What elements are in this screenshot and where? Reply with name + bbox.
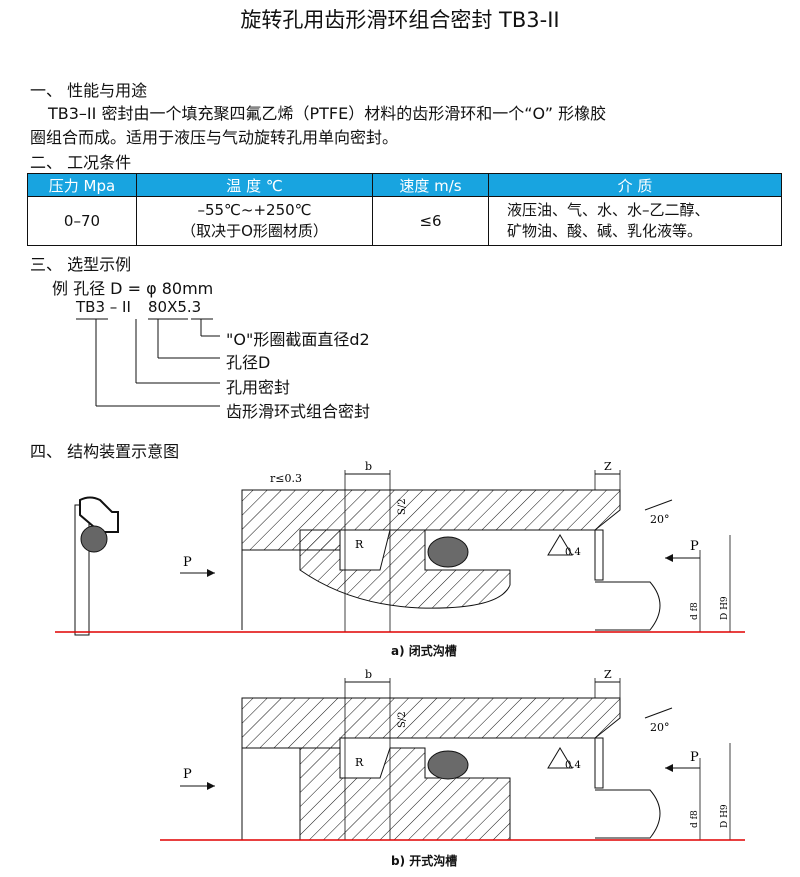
column-header: 速度 m/s — [372, 173, 489, 197]
page-title: 旋转孔用齿形滑环组合密封 TB3-II — [240, 8, 560, 32]
legend-bore-diameter: 孔径D — [226, 353, 271, 372]
legend-seal-type: 齿形滑环式组合密封 — [226, 402, 371, 421]
legend-bore-seal: 孔用密封 — [226, 378, 291, 397]
closed-groove-diagram: r≤0.3 b S/2 Z 20° 0.4 R P P d f8 D H9 — [55, 460, 745, 636]
o-ring-icon — [427, 536, 469, 568]
caption-closed-groove: a) 闭式沟槽 — [391, 644, 457, 658]
legend-o-ring-section: "O"形圈截面直径d2 — [226, 330, 370, 349]
s-label: S/2 — [397, 711, 408, 728]
model-code-size: 80X5.3 — [148, 298, 202, 316]
table-row: 0–70 –55℃~+250℃ （取决于O形圈材质） ≤6 液压油、气、水、水–… — [27, 196, 782, 246]
column-header: 压力 Mpa — [27, 173, 137, 197]
D-label: D H9 — [720, 804, 730, 828]
speed-cell: ≤6 — [372, 196, 489, 246]
medium-line-2: 矿物油、酸、碱、乳化液等。 — [507, 222, 703, 240]
angle-label: 20° — [650, 513, 670, 526]
open-groove-diagram: b S/2 Z 20° 0.4 R P P d f8 D H9 — [160, 668, 745, 841]
seal-ring-profile-icon — [74, 496, 119, 636]
pressure-right-label: P — [690, 750, 699, 765]
section-heading-structure: 四、 结构装置示意图 — [30, 442, 180, 461]
b-label: b — [365, 460, 372, 473]
finish-label: 0.4 — [565, 760, 581, 771]
selection-leader-lines — [76, 318, 220, 407]
z-label: Z — [604, 668, 612, 681]
z-label: Z — [604, 460, 612, 473]
column-header: 温 度 ℃ — [136, 173, 373, 197]
conditions-table: 压力 Mpa 温 度 ℃ 速度 m/s 介 质 0–70 –55℃~+250℃ … — [27, 173, 782, 246]
description-line-1: TB3–II 密封由一个填充聚四氟乙烯（PTFE）材料的齿形滑环和一个“O” 形… — [48, 104, 607, 123]
d-label: d f8 — [690, 810, 700, 828]
s-label: S/2 — [397, 498, 408, 515]
D-label: D H9 — [720, 596, 730, 620]
finish-label: 0.4 — [565, 547, 581, 558]
r-label: r≤0.3 — [270, 472, 302, 485]
caption-open-groove: b) 开式沟槽 — [391, 854, 458, 868]
medium-line-1: 液压油、气、水、水–乙二醇、 — [507, 201, 710, 219]
angle-label: 20° — [650, 721, 670, 734]
pressure-right-label: P — [690, 539, 699, 554]
pressure-left-label: P — [183, 555, 192, 570]
R-label: R — [355, 756, 364, 769]
temperature-range: –55℃~+250℃ — [197, 201, 312, 219]
R-label: R — [355, 538, 364, 551]
temperature-cell: –55℃~+250℃ （取决于O形圈材质） — [136, 196, 373, 246]
table-header-row: 压力 Mpa 温 度 ℃ 速度 m/s 介 质 — [27, 173, 782, 197]
section-heading-conditions: 二、 工况条件 — [30, 153, 132, 172]
section-heading-performance: 一、 性能与用途 — [30, 81, 148, 100]
section-heading-selection: 三、 选型示例 — [30, 255, 132, 274]
pressure-left-label: P — [183, 767, 192, 782]
medium-cell: 液压油、气、水、水–乙二醇、 矿物油、酸、碱、乳化液等。 — [488, 196, 782, 246]
b-label: b — [365, 668, 372, 681]
d-label: d f8 — [690, 602, 700, 620]
selection-example-line: 例 孔径 D = φ 80mm — [52, 279, 214, 298]
column-header: 介 质 — [488, 173, 782, 197]
o-ring-icon — [427, 750, 469, 780]
pressure-cell: 0–70 — [27, 196, 137, 246]
temperature-note: （取决于O形圈材质） — [181, 222, 328, 240]
description-line-2: 圈组合而成。适用于液压与气动旋转孔用单向密封。 — [30, 128, 399, 147]
model-code-series: TB3 – II — [76, 298, 131, 316]
